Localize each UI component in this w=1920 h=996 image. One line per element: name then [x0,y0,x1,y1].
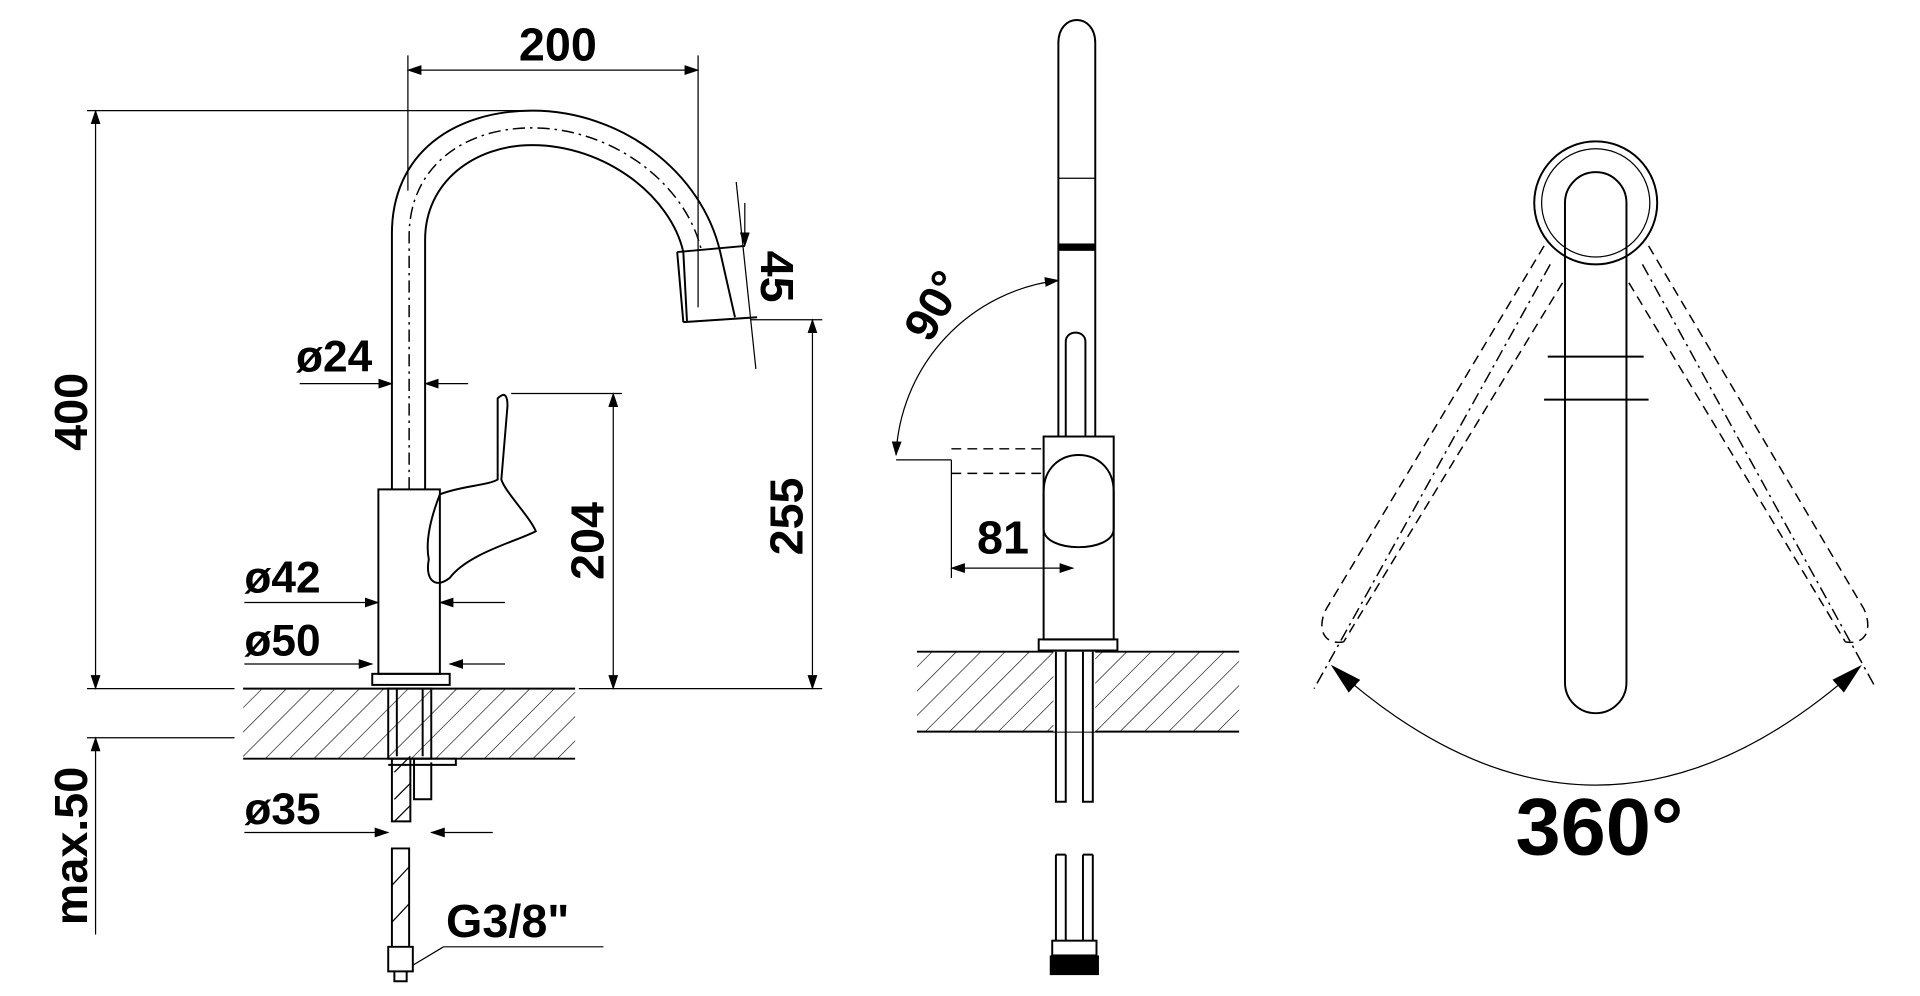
base-circle-inner [1541,148,1651,258]
dim-max50: max.50 [45,767,97,925]
lever-hub [1042,454,1115,549]
swivel-360: 360° [1515,783,1683,873]
base-ring [371,672,451,686]
lever-swing-position [951,448,1044,475]
faucet-body [377,488,441,675]
hose-nut [1049,955,1099,976]
supply-hoses-front [1054,853,1094,941]
dim-200: 200 [519,18,597,70]
dim-o50: ø50 [244,616,320,665]
shank-thread [393,755,411,822]
extension-line [735,181,757,369]
dim-o35: ø35 [244,785,320,834]
spout-top [1563,171,1628,715]
spout-inner-outline [424,144,689,490]
base-ring-front [1037,638,1119,652]
leader-line [412,946,444,966]
lever-front [1064,331,1087,437]
swivel-arc [1330,664,1862,786]
swing-positions [1321,245,1869,643]
dim-o24: ø24 [296,332,373,381]
spout-front [1057,19,1097,437]
swing-centerlines [1313,264,1877,689]
spray-head-band [1058,243,1096,251]
supply-hose [387,847,414,983]
lever [426,393,538,584]
mounting-hole-front [1053,651,1096,732]
dim-81: 81 [977,511,1029,563]
dim-204: 204 [561,502,613,580]
supply-pipes [1054,651,1094,803]
dim-90-degrees: 90° [894,262,974,349]
spout-centerline [408,127,703,490]
dim-255: 255 [761,477,813,555]
front-view: 90° 81 [891,19,1240,976]
side-view: 200 400 45 ø24 204 255 ø42 ø50 ø35 max.5… [45,18,823,983]
spray-head-top [1544,355,1649,401]
faucet-body-front [1042,435,1115,641]
connection-thread: G3/8" [446,895,569,947]
top-view: 360° [1313,140,1877,873]
mounting-shank [388,688,457,823]
dim-400: 400 [45,373,97,451]
spout-outline [390,109,736,490]
hose-braid [391,866,410,923]
base-circle [1533,140,1659,266]
dim-o42: ø42 [244,554,320,603]
dim-45: 45 [751,251,803,303]
hose-fitting [1051,939,1098,957]
spray-head [676,244,758,324]
lever-angle-arc [891,277,1060,457]
countertop [243,688,576,759]
